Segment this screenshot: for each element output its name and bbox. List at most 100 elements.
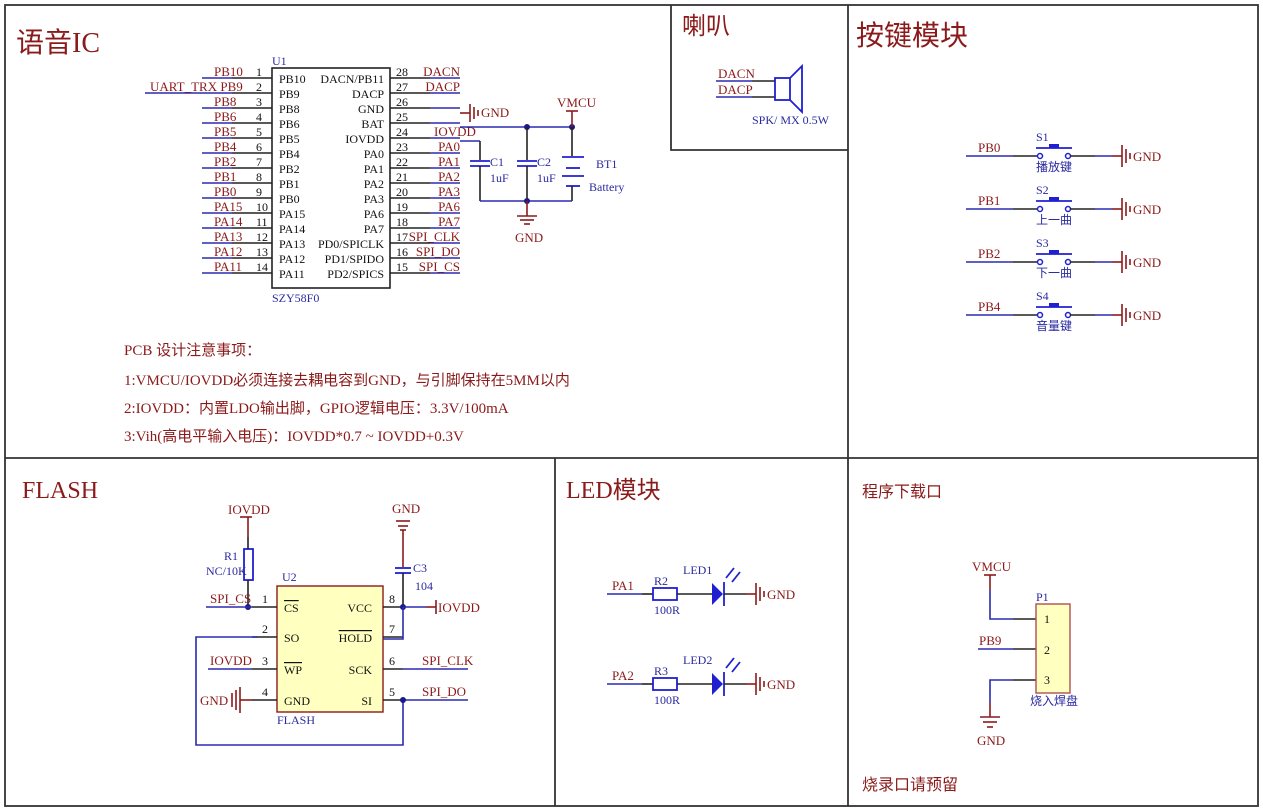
u2-left-pin-name: CS (284, 601, 299, 615)
led-light-arrow-icon (731, 661, 741, 673)
bt1-value: Battery (589, 180, 624, 194)
u1-left-pin-number: 8 (256, 170, 262, 184)
key-gnd-label: GND (1133, 308, 1161, 323)
key-function-label: 播放键 (1036, 159, 1072, 174)
u1-right-pin-name: PD2/SPICS (327, 267, 384, 281)
gnd-bottom-label: GND (515, 230, 543, 245)
u1-right-pin-name: PA2 (364, 177, 384, 191)
u1-right-pin-number: 19 (396, 200, 408, 214)
push-button-icon (1049, 144, 1059, 148)
u2-right-pin-name: VCC (347, 601, 372, 615)
speaker-net-dacp: DACP (718, 82, 753, 97)
u2-left-net-label: SPI_CS (210, 591, 251, 606)
led-net-label: PA1 (612, 578, 634, 593)
u1-right-net-label: PA3 (438, 184, 460, 199)
led-diode-icon (712, 583, 723, 605)
switch-contact-icon (1036, 152, 1044, 160)
u1-left-pin-name: PB0 (279, 192, 300, 206)
u1-left-pin-name: PB8 (279, 102, 300, 116)
u1-designator: U1 (272, 54, 287, 68)
u1-left-net-label: PB2 (214, 154, 236, 169)
u1-right-pin-name: PA0 (364, 147, 384, 161)
p1-pin-1-num: 1 (1044, 612, 1050, 626)
u1-left-net-label: PB10 (214, 64, 243, 79)
u1-left-net-label: PB1 (214, 169, 236, 184)
u1-right-pin-number: 20 (396, 185, 408, 199)
section-title-download: 程序下载口 (862, 483, 942, 501)
key-designator: S2 (1036, 183, 1049, 197)
u1-right-pin-name: PA6 (364, 207, 384, 221)
u1-right-net-label: PA6 (438, 199, 460, 214)
u1-body (271, 67, 391, 289)
push-button-icon (1049, 250, 1059, 254)
push-button-icon (1049, 197, 1059, 201)
u1-left-net-label: PA14 (214, 214, 243, 229)
c2-designator: C2 (537, 155, 551, 169)
switch-contact-icon (1064, 311, 1072, 319)
flash-iovdd-right-label: IOVDD (438, 600, 480, 615)
vmcu-label: VMCU (557, 95, 597, 110)
junction (400, 697, 406, 703)
pcb-notes: PCB 设计注意事项： 1:VMCU/IOVDD必须连接去耦电容到GND，与引脚… (124, 341, 570, 445)
u2-left-pin-number: 3 (262, 654, 268, 668)
u1-right-pin-number: 23 (396, 140, 408, 154)
led-gnd-label: GND (767, 677, 795, 692)
key-net-label: PB0 (978, 140, 1000, 155)
u1-right-pin-number: 27 (396, 80, 408, 94)
u2-right-pin-number: 6 (389, 654, 395, 668)
u2-pins: 1CSSPI_CS2SO3WPIOVDD4GND8VCC7HOLD6SCKSPI… (206, 591, 474, 708)
u1-left-pin-number: 6 (256, 140, 262, 154)
key-function-label: 下一曲 (1036, 266, 1072, 280)
u1-left-net-label: PB4 (214, 139, 237, 154)
u1-right-pin-number: 18 (396, 215, 408, 229)
u1-left-net-label: UART_TRX PB9 (150, 79, 243, 94)
led-resistor-designator: R2 (654, 574, 668, 588)
u2-designator: U2 (282, 570, 297, 584)
key-designator: S3 (1036, 236, 1049, 250)
u1-right-pin-name: BAT (361, 117, 384, 131)
led-resistor-value: 100R (654, 693, 680, 707)
u1-right-pin-number: 22 (396, 155, 408, 169)
u1-right-net-label: SPI_CLK (409, 229, 461, 244)
switch-contact-icon (1064, 152, 1072, 160)
speaker-circuit: DACN DACP SPK/ MX 0.5W (716, 63, 830, 127)
frames (4, 4, 1259, 807)
u1-left-pin-name: PB5 (279, 132, 300, 146)
u1-left-pin-number: 13 (256, 245, 268, 259)
u1-left-pin-number: 7 (256, 155, 262, 169)
gnd-label: GND (481, 105, 509, 120)
led-diode-icon (712, 673, 723, 695)
led-gnd-label: GND (767, 587, 795, 602)
key-function-label: 音量键 (1036, 318, 1072, 333)
flash-gnd-left-label: GND (200, 693, 228, 708)
u2-left-pin-number: 2 (262, 622, 268, 636)
key-gnd-label: GND (1133, 202, 1161, 217)
u1-right-pin-name: DACN/PB11 (320, 72, 384, 86)
r1-value: NC/10K (206, 564, 247, 578)
key-gnd-label: GND (1133, 255, 1161, 270)
keys-circuit: PB0S1播放键GNDPB1S2上一曲GNDPB2S3下一曲GNDPB4S4音量… (966, 130, 1161, 333)
u1-right-pin-number: 26 (396, 95, 408, 109)
r1-designator: R1 (224, 549, 238, 563)
notes-line-1: 1:VMCU/IOVDD必须连接去耦电容到GND，与引脚保持在5MM以内 (124, 372, 570, 389)
u2-right-pin-number: 8 (389, 592, 395, 606)
section-title-voice-ic: 语音IC (16, 27, 100, 59)
p1-pin-2-num: 2 (1044, 643, 1050, 657)
u1-left-pin-name: PA12 (279, 252, 305, 266)
led-net-label: PA2 (612, 668, 634, 683)
u1-right-pin-name: PA7 (364, 222, 384, 236)
u1-left-pin-number: 1 (256, 65, 262, 79)
u1-left-pin-number: 4 (256, 110, 262, 124)
u1-right-net-label: PA0 (438, 139, 460, 154)
flash-circuit: IOVDD R1 NC/10K GND C3 104 U2 FLASH 1CSS… (195, 501, 480, 746)
u1-left-net-label: PA11 (214, 259, 242, 274)
speaker-icon (789, 63, 803, 115)
download-vmcu-label: VMCU (972, 559, 1012, 574)
